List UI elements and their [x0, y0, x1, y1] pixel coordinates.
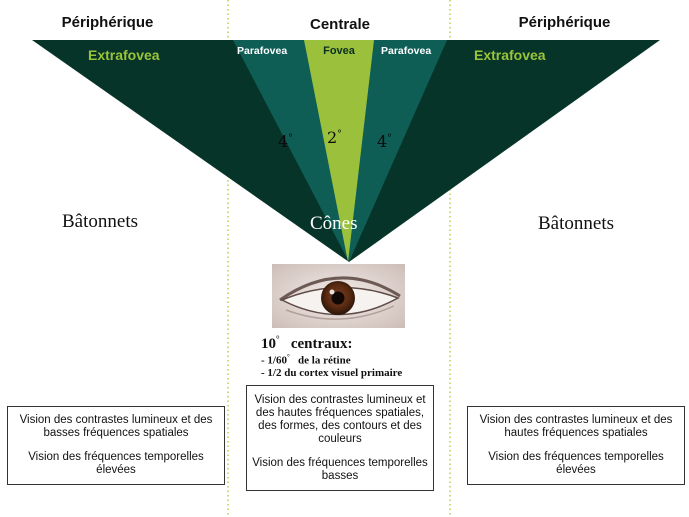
- eye-image: [272, 264, 405, 328]
- rods-label-left: Bâtonnets: [62, 211, 138, 232]
- extrafovea-label-right: Extrafovea: [474, 47, 546, 63]
- parafovea-label-right: Parafovea: [381, 45, 432, 57]
- box-right-line1: Vision des contrastes lumineux et des ha…: [479, 414, 673, 439]
- central-info: 10° centraux: - 1/60° de la rétine - 1/2…: [261, 334, 451, 379]
- cones-label: Cônes: [310, 213, 358, 234]
- box-center-line1: Vision des contrastes lumineux et des ha…: [254, 393, 426, 445]
- angle-left: 4°: [278, 132, 293, 151]
- box-left-line2: Vision des fréquences temporelles élevée…: [28, 451, 204, 476]
- description-box-center: Vision des contrastes lumineux et des ha…: [246, 385, 434, 491]
- zone-title-peripheral-left: Périphérique: [61, 14, 154, 31]
- parafovea-label-left: Parafovea: [237, 45, 288, 57]
- box-left-line1: Vision des contrastes lumineux et des ba…: [19, 414, 213, 439]
- angle-right: 4°: [377, 132, 392, 151]
- box-right-line2: Vision des fréquences temporelles élevée…: [488, 451, 664, 476]
- description-box-left: Vision des contrastes lumineux et des ba…: [7, 406, 225, 485]
- fovea-region: [304, 40, 374, 262]
- rods-label-right: Bâtonnets: [538, 213, 614, 234]
- zone-title-central: Centrale: [309, 16, 371, 33]
- description-box-right: Vision des contrastes lumineux et des ha…: [467, 406, 685, 485]
- central-info-line-retina: - 1/60° de la rétine: [261, 353, 351, 367]
- extrafovea-label-left: Extrafovea: [88, 47, 160, 63]
- central-info-title: 10° centraux:: [261, 334, 353, 352]
- zone-title-peripheral-right: Périphérique: [518, 14, 611, 31]
- central-info-line-cortex: - 1/2 du cortex visuel primaire: [261, 366, 403, 379]
- fovea-label: Fovea: [323, 45, 355, 57]
- box-center-line2: Vision des fréquences temporelles basses: [252, 456, 428, 482]
- angle-center: 2°: [327, 128, 342, 147]
